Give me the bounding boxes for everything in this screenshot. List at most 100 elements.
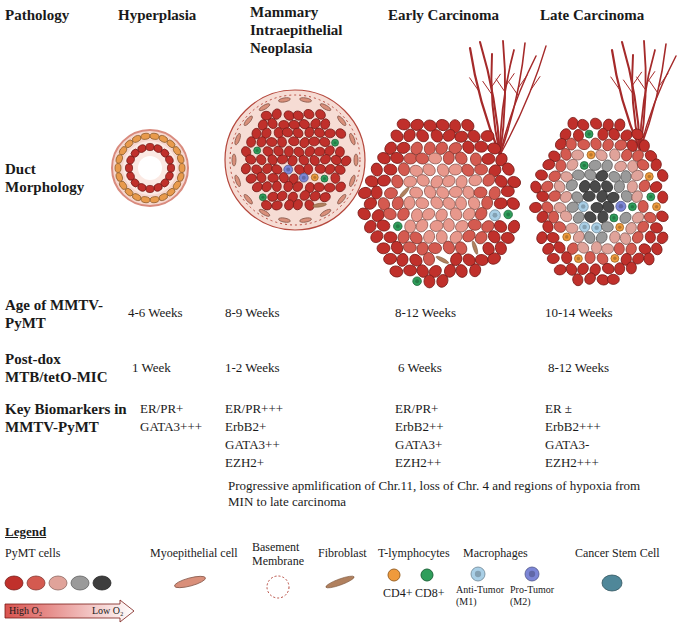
tumor-cell	[657, 191, 668, 204]
tumor-cell	[146, 185, 154, 192]
cd8-t-cell-nucleus	[333, 141, 336, 144]
tumor-cell	[494, 197, 508, 210]
tumor-cell	[482, 153, 496, 165]
tumor-cell	[272, 181, 281, 192]
myoepithelial-cell	[234, 175, 242, 188]
myoepithelial-cell	[158, 193, 169, 202]
biomarker: ER/PR+++	[225, 401, 283, 417]
legend-text: Basement Membrane	[252, 540, 310, 569]
tumor-cell	[626, 261, 637, 274]
tumor-cell	[443, 151, 456, 165]
tumor-cell	[475, 164, 488, 175]
tumor-cell	[153, 182, 164, 192]
fibroblast-cell	[435, 255, 449, 265]
tumor-cell	[607, 274, 619, 284]
tumor-cell	[240, 162, 252, 175]
myoepithelial-cell	[150, 133, 160, 140]
blood-vessel-branch	[623, 80, 632, 93]
tumor-cell	[390, 174, 404, 190]
fibroblast-cell	[471, 240, 479, 254]
cd4-t-cell-nucleus	[613, 257, 617, 261]
myoepithelial-cell	[243, 193, 254, 205]
legend-title: Legend	[5, 524, 46, 540]
blood-vessel	[500, 56, 536, 155]
tumor-cell	[304, 164, 313, 175]
pymt-cell-icon	[71, 576, 89, 590]
tumor-cell	[468, 219, 482, 231]
tumor-cell	[614, 262, 625, 274]
cd8-t-cell	[254, 147, 261, 154]
legend-text: CD8+	[415, 586, 444, 600]
tumor-cell	[601, 262, 616, 276]
blood-vessel-branch	[496, 79, 505, 92]
myoepithelial-cell	[115, 164, 121, 173]
cd8-t-cell	[628, 203, 636, 211]
tumor-cell	[414, 127, 431, 144]
row-header: Key Biomarkers in MMTV-PyMT	[5, 400, 133, 436]
biomarker: ErbB2+++	[545, 419, 601, 435]
cd8-t-cell	[321, 175, 328, 182]
tumor-cell	[609, 230, 621, 244]
cd4-t-cell	[574, 255, 582, 263]
cd4-t-cell	[653, 203, 661, 211]
m1-macrophage-nucleus	[594, 226, 599, 231]
tumor-cell	[547, 189, 562, 203]
tumor-cell	[137, 144, 148, 154]
legend-text: Myoepithelial cell	[150, 546, 238, 560]
tumor-cell	[382, 206, 399, 222]
tumor-cell	[541, 158, 556, 171]
duct-lumen	[138, 156, 162, 180]
column-header: Hyperplasia	[118, 6, 196, 24]
cd4-t-cell	[311, 174, 318, 181]
biomarker: EZH2++	[395, 455, 441, 471]
tumor-cell	[505, 195, 522, 211]
tumor-cell	[600, 220, 614, 233]
myoepithelial-cell	[131, 134, 142, 143]
cd4-t-cell-nucleus	[655, 205, 659, 209]
cd8-t-cell	[259, 194, 266, 201]
tumor-cell	[376, 174, 391, 188]
tumor-cell	[288, 136, 300, 146]
tumor-cell	[324, 183, 335, 192]
tumor-cell	[302, 108, 316, 121]
tumor-cell	[397, 162, 411, 177]
tumor-cell	[281, 127, 294, 139]
tumor-cell	[656, 168, 670, 183]
late-carcinoma	[529, 41, 676, 287]
tumor-cell	[428, 152, 443, 165]
tumor-cell	[424, 275, 435, 288]
oxygen-gradient-arrow	[5, 600, 134, 622]
tumor-cell	[276, 154, 288, 165]
row-header: Age of MMTV-PyMT	[5, 296, 117, 332]
tumor-cell	[553, 263, 567, 276]
blood-vessel	[640, 56, 676, 150]
tumor-cell	[125, 164, 132, 172]
fibroblast-cell	[312, 202, 326, 208]
tumor-cell	[146, 143, 154, 150]
cd8-t-cell	[580, 161, 588, 169]
m1-macrophage	[578, 202, 588, 212]
legend-group: Macrophages	[463, 546, 528, 560]
tumor-cell	[377, 243, 390, 254]
tumor-cell	[389, 265, 404, 279]
myoepithelial-cell	[348, 175, 356, 188]
tumor-cell	[313, 182, 325, 192]
myoepithelial-cell	[299, 217, 312, 223]
tumor-cell	[644, 230, 656, 243]
tumor-cell	[630, 230, 645, 245]
tumor-cell	[314, 147, 325, 156]
tumor-cell	[441, 239, 456, 255]
blood-vessel-branch	[491, 74, 500, 87]
age-value: 8-9 Weeks	[225, 305, 280, 321]
legend-text: Fibroblast	[318, 546, 367, 560]
cd8-t-cell-nucleus	[256, 149, 259, 152]
tumor-cell	[309, 137, 320, 146]
pymt-cell-icon	[93, 576, 111, 590]
tumor-cell	[564, 178, 580, 193]
cd4-t-cell	[616, 223, 624, 231]
biomarker: ErbB2++	[395, 419, 444, 435]
cd8-t-cell-nucleus	[587, 132, 591, 136]
basement-membrane-icon	[267, 576, 289, 598]
